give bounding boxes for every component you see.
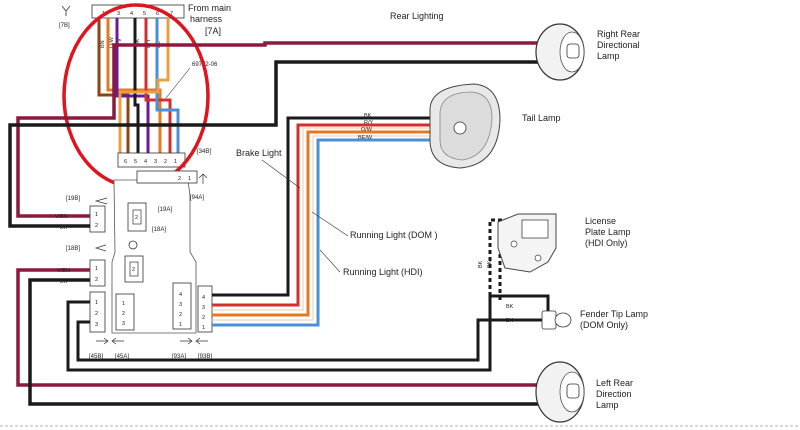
- svg-text:2: 2: [179, 312, 182, 318]
- svg-text:1: 1: [95, 266, 98, 272]
- left-rear-label-3: Lamp: [596, 400, 619, 410]
- wire-label-bk-fender-1: BK: [506, 304, 514, 310]
- wire-label-bk-lower: BK: [60, 279, 68, 285]
- svg-text:1: 1: [179, 322, 182, 328]
- top-pin-6: 6: [156, 11, 159, 17]
- wire-code-v: V: [117, 38, 123, 42]
- bottom-pin-1: 1: [174, 159, 177, 165]
- right-rear-label-2: Directional: [597, 40, 640, 50]
- svg-text:1: 1: [95, 212, 98, 218]
- wire-label-vbn-lower: V/BN: [57, 268, 70, 274]
- left-rear-label-1: Left Rear: [596, 378, 633, 388]
- brake-light-label: Brake Light: [236, 148, 282, 158]
- license-plate-lamp: License Plate Lamp (HDI Only): [497, 213, 631, 273]
- tail-lamp-label: Tail Lamp: [522, 113, 561, 123]
- harness-source-line1: From main: [188, 3, 231, 13]
- top-pin-7: 7: [170, 11, 173, 17]
- svg-text:1: 1: [188, 176, 191, 182]
- fender-tip-label-2: (DOM Only): [580, 320, 628, 330]
- running-light-hdi-label: Running Light (HDI): [343, 267, 423, 277]
- mount-hole-icon: [128, 240, 138, 250]
- fender-tip-label-1: Fender Tip Lamp: [580, 309, 648, 319]
- svg-text:2: 2: [95, 223, 98, 229]
- top-pin-3: 3: [117, 11, 120, 17]
- svg-text:2: 2: [135, 215, 138, 221]
- right-rear-label-1: Right Rear: [597, 29, 640, 39]
- connector-19b-label: [19B]: [66, 196, 80, 202]
- diagram-title: Rear Lighting: [390, 11, 444, 21]
- connector-y-icon: [61, 5, 71, 16]
- bottom-pin-2: 2: [164, 159, 167, 165]
- svg-text:2: 2: [95, 277, 98, 283]
- svg-text:2: 2: [132, 267, 135, 273]
- wire-label-vbn-upper: V/BN: [55, 214, 68, 220]
- svg-text:1: 1: [202, 325, 205, 331]
- wire-label-bk-license-1: BK: [478, 260, 484, 268]
- left-rear-label-2: Direction: [596, 389, 632, 399]
- connector-45a-label: [45A]: [115, 354, 129, 360]
- connector-94a-label: [94A]: [190, 195, 204, 201]
- connector-45b-label: [45B]: [89, 354, 103, 360]
- svg-text:2: 2: [202, 315, 205, 321]
- svg-text:2: 2: [122, 311, 125, 317]
- wire-label-bk-fender-2: BK: [506, 318, 514, 324]
- connector-7b-label: [7B]: [59, 23, 70, 29]
- bottom-pin-6: 6: [124, 159, 127, 165]
- bottom-pin-3: 3: [154, 159, 157, 165]
- bottom-pin-5: 5: [134, 159, 137, 165]
- wire-label-bk-upper: BK: [60, 225, 68, 231]
- wire-label-bk-license-2: BK: [487, 260, 493, 268]
- connector-18a-label: [18A]: [152, 227, 166, 233]
- wire-label-bk-tail: BK: [364, 113, 372, 119]
- connector-93a-label: [93A]: [172, 354, 186, 360]
- top-pin-5: 5: [143, 11, 146, 17]
- right-rear-label-3: Lamp: [597, 51, 620, 61]
- wire-code-ow: O/W: [109, 36, 115, 48]
- license-lamp-label-1: License: [585, 216, 616, 226]
- connector-34b-label: [34B]: [197, 149, 211, 155]
- wire-label-ow-tail: O/W: [361, 127, 373, 133]
- wire-label-bew-tail: BE/W: [358, 135, 373, 141]
- license-lamp-label-2: Plate Lamp: [585, 227, 631, 237]
- fender-tip-lamp: Fender Tip Lamp (DOM Only): [530, 294, 648, 330]
- wire-runs: [8, 41, 560, 406]
- left-rear-directional-lamp: Left Rear Direction Lamp: [535, 361, 633, 423]
- connector-7a-label: [7A]: [205, 26, 221, 36]
- svg-text:1: 1: [122, 301, 125, 307]
- lighting-module: 2 1 [34B] [94A] 2 [19A] [18A] 2 1 2 3 4 …: [66, 149, 213, 360]
- wire-label-ry-tail: R/Y: [364, 120, 374, 126]
- running-light-dom-label: Running Light (DOM ): [350, 230, 438, 240]
- svg-text:2: 2: [178, 176, 181, 182]
- connector-19a-label: [19A]: [158, 207, 172, 213]
- top-pin-4: 4: [130, 11, 133, 17]
- svg-text:1: 1: [95, 300, 98, 306]
- main-harness-connector: 1 3 4 5 6 7 [7B] From main harness [7A] …: [59, 3, 231, 168]
- harness-source-line2: harness: [190, 14, 223, 24]
- bottom-pin-4: 4: [144, 159, 147, 165]
- wire-code-bn: BN: [100, 40, 106, 48]
- svg-text:2: 2: [95, 311, 98, 317]
- svg-text:3: 3: [122, 321, 125, 327]
- svg-text:3: 3: [202, 305, 205, 311]
- svg-text:3: 3: [179, 302, 182, 308]
- license-lamp-label-3: (HDI Only): [585, 238, 628, 248]
- wire-code-bk: BK: [135, 38, 141, 46]
- svg-text:3: 3: [95, 322, 98, 328]
- svg-text:4: 4: [202, 295, 205, 301]
- right-rear-directional-lamp: Right Rear Directional Lamp: [535, 23, 640, 81]
- connector-93b-label: [93B]: [198, 354, 212, 360]
- svg-text:4: 4: [179, 292, 182, 298]
- tail-lamp: Tail Lamp: [429, 83, 561, 169]
- connector-18b-label: [18B]: [66, 246, 80, 252]
- arrow-up-icon: [198, 173, 208, 184]
